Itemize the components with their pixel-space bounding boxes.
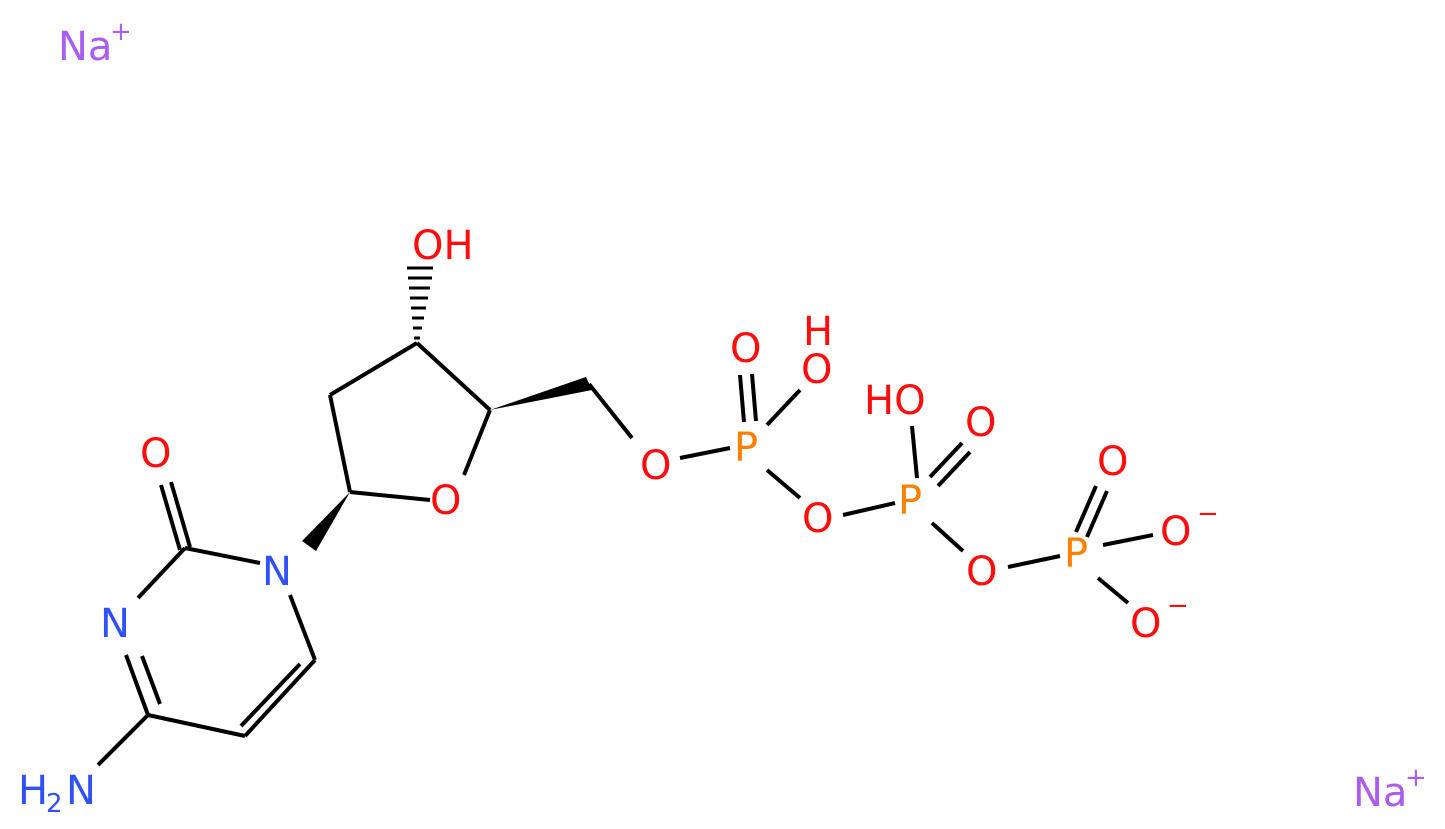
wedge-c4p-c5p [490, 377, 592, 410]
p-gamma-oxide-1-charge: − [1197, 499, 1219, 529]
bond-pb-obr2 [930, 521, 965, 553]
p-beta-hydroxyl-label: HO [864, 378, 926, 424]
p-alpha-label: P [734, 425, 758, 471]
bridge-oxygen-2-label: O [966, 549, 997, 595]
p-gamma-oxide-2-label: O [1130, 601, 1161, 647]
bond-pa-obr1 [765, 468, 802, 500]
bond-obr2-pg [1007, 554, 1061, 569]
bond-c2-n3 [136, 546, 187, 600]
bond-c2-o2-b [169, 481, 192, 548]
p-alpha-hydroxyl-o-label: O [801, 347, 832, 393]
sodium-top-charge: + [110, 17, 132, 47]
bond-pg-o2 [1096, 576, 1130, 605]
p-gamma-oxide-1-label: O [1160, 509, 1191, 555]
o5-label: O [640, 443, 671, 489]
bond-c2-n1 [184, 546, 261, 565]
p-gamma-oxide-2-charge: − [1167, 591, 1189, 621]
bond-pa-oh [765, 388, 802, 427]
bond-pg-oxo-b [1085, 490, 1109, 538]
bonds [96, 266, 1154, 767]
sodium-bottom-label: Na [1353, 770, 1407, 816]
bond-c4-nh2 [96, 713, 150, 767]
ring-oxygen-label: O [430, 478, 461, 524]
amine-h-subscript: 2 [46, 789, 63, 819]
n1-label: N [262, 549, 292, 595]
n3-label: N [100, 601, 130, 647]
hash-c3p-oh [407, 266, 433, 340]
amine-h-label: H [18, 768, 48, 814]
p-gamma-oxo-label: O [1097, 439, 1128, 485]
wedge-c1-n1 [302, 492, 350, 551]
sodium-bottom-charge: + [1405, 763, 1427, 793]
sodium-top-label: Na [58, 24, 112, 70]
bond-c5-c4 [147, 713, 246, 738]
bond-pa-oxo-b [750, 373, 758, 422]
bond-pb-oxo-a [928, 441, 964, 479]
bond-c4p-o4p [462, 409, 492, 476]
bond-o5-pa [679, 446, 731, 460]
p-beta-label: P [898, 478, 922, 524]
atom-labels: Na + Na + O N N H 2 N OH O O P O H O O P… [18, 17, 1427, 819]
bridge-oxygen-1-label: O [802, 496, 833, 542]
bond-pb-oh [910, 425, 919, 479]
bond-o4p-c1 [349, 490, 431, 502]
bond-c4-n3-inner [140, 655, 162, 705]
hydroxyl-3-label: OH [412, 223, 474, 269]
bond-pg-oxo-a [1074, 485, 1098, 533]
bond-c6-c5-inner [239, 662, 302, 728]
bond-c3p-c4p [415, 341, 492, 412]
p-beta-oxo-label: O [965, 400, 996, 446]
p-gamma-label: P [1064, 531, 1088, 577]
bond-c2-o2-a [159, 484, 182, 551]
bond-pg-o1 [1102, 533, 1154, 547]
bond-c4-n3 [124, 654, 150, 716]
bond-c2p-c3p [328, 341, 419, 397]
bond-c1-c2p [328, 394, 352, 493]
carbonyl-oxygen-label: O [140, 431, 171, 477]
bond-pa-oxo-a [738, 374, 746, 423]
bond-obr1-pb [842, 501, 896, 517]
p-alpha-oxo-label: O [730, 326, 761, 372]
p-alpha-hydroxyl-h-label: H [803, 309, 833, 355]
amine-n-label: N [66, 768, 96, 814]
bond-pb-oxo-b [936, 450, 972, 488]
bond-c6-c5 [243, 658, 317, 738]
bond-n1-c6 [288, 594, 317, 661]
bond-c5p-o5 [587, 382, 634, 440]
